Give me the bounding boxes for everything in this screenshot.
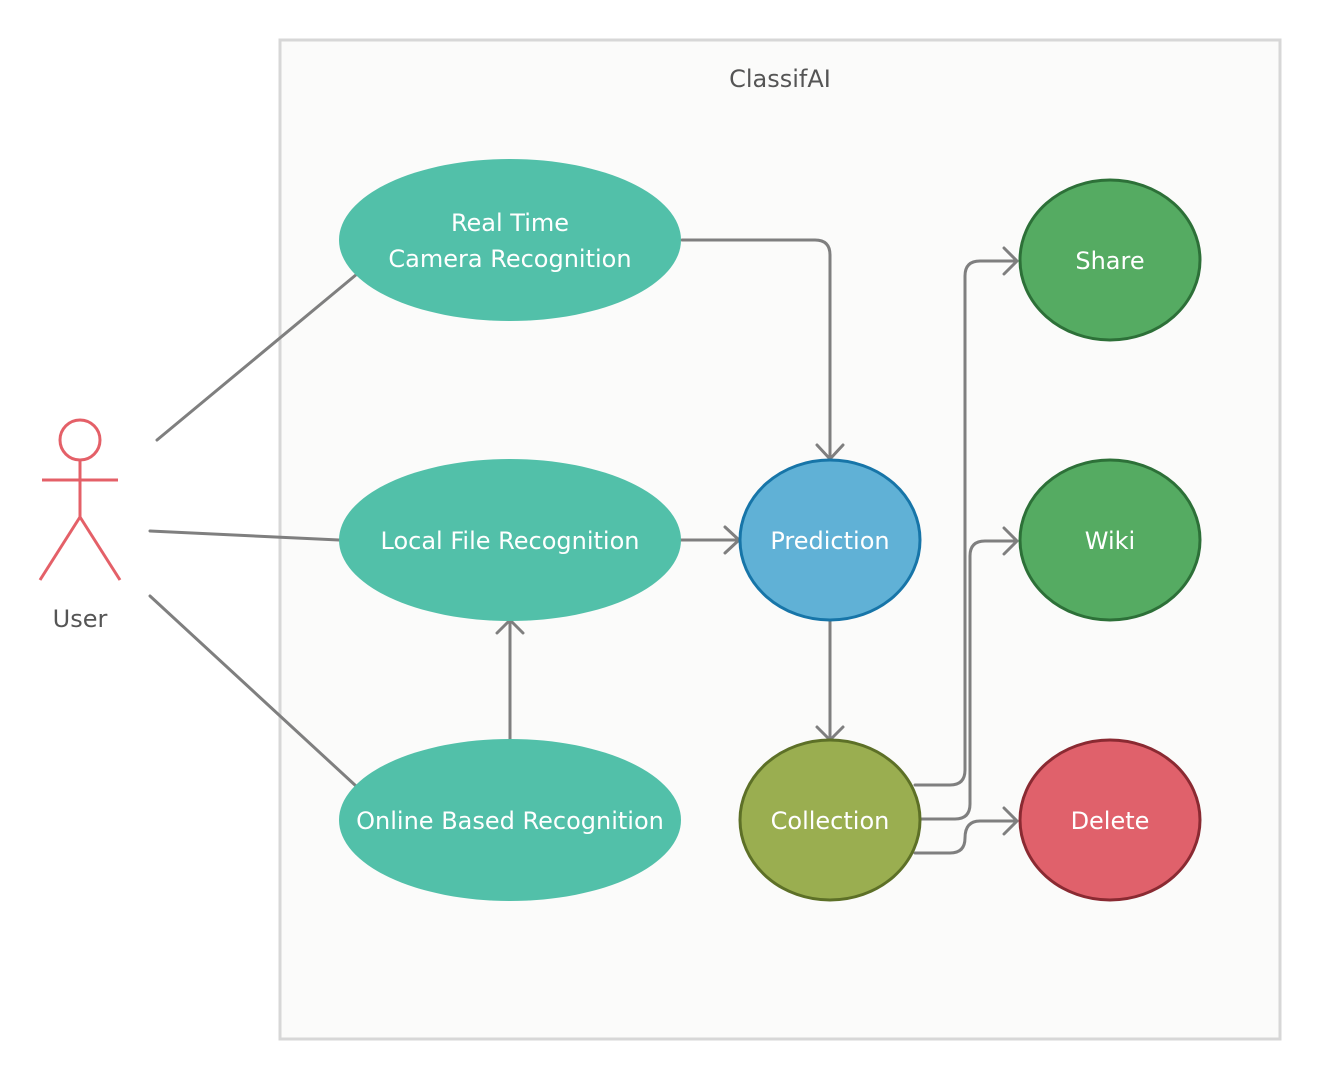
arrowhead-wiki [1002,526,1019,556]
usecase-prediction-ellipse[interactable] [740,460,920,620]
usecase-realtime-label-line2: Camera Recognition [388,245,631,273]
actor-label: User [53,605,108,633]
usecase-wiki-ellipse[interactable] [1020,460,1200,620]
association-localfile [148,529,341,542]
association-online [148,594,358,788]
usecase-wiki-label: Wiki [1085,527,1135,555]
actor-user[interactable]: User [38,418,122,633]
usecase-prediction-outline [738,458,922,622]
usecase-collection-outline [738,738,922,902]
usecase-online-label: Online Based Recognition [356,807,664,835]
actor-head [58,418,102,462]
usecase-prediction[interactable]: Prediction [738,458,922,622]
arrowhead-share [1002,246,1019,276]
arrowhead-delete [1002,806,1019,836]
flow-collection-to-wiki [918,539,1017,821]
usecase-delete-ellipse[interactable] [1020,740,1200,900]
usecase-online-based-recognition[interactable]: Online Based Recognition [339,739,681,901]
actor-right-leg [78,516,122,581]
usecase-share-label: Share [1075,247,1144,275]
usecase-collection-label: Collection [771,807,890,835]
usecase-prediction-label: Prediction [770,527,889,555]
usecase-localfile-ellipse[interactable] [339,459,681,621]
usecase-realtime-label-line1: Real Time [451,209,569,237]
flow-collection-to-share [913,259,1017,787]
system-title: ClassifAI [729,65,831,93]
usecase-collection[interactable]: Collection [738,738,922,902]
usecase-share-ellipse[interactable] [1020,180,1200,340]
connectors [148,238,1019,855]
usecase-share-outline [1018,178,1202,342]
usecase-localfile-label: Local File Recognition [381,527,640,555]
usecase-delete-label: Delete [1071,807,1150,835]
usecase-realtime-camera-recognition[interactable]: Real Time Camera Recognition [339,159,681,321]
usecase-wiki[interactable]: Wiki [1018,458,1202,622]
flow-collection-to-delete [913,819,1017,855]
usecase-realtime-ellipse[interactable] [339,159,681,321]
usecase-wiki-outline [1018,458,1202,622]
association-realtime [155,272,359,442]
flow-realtime-to-prediction [680,238,832,459]
usecase-delete-outline [1018,738,1202,902]
usecase-local-file-recognition[interactable]: Local File Recognition [339,459,681,621]
usecase-online-ellipse[interactable] [339,739,681,901]
usecase-delete[interactable]: Delete [1018,738,1202,902]
usecase-share[interactable]: Share [1018,178,1202,342]
actor-left-leg [38,516,82,581]
usecase-collection-ellipse[interactable] [740,740,920,900]
